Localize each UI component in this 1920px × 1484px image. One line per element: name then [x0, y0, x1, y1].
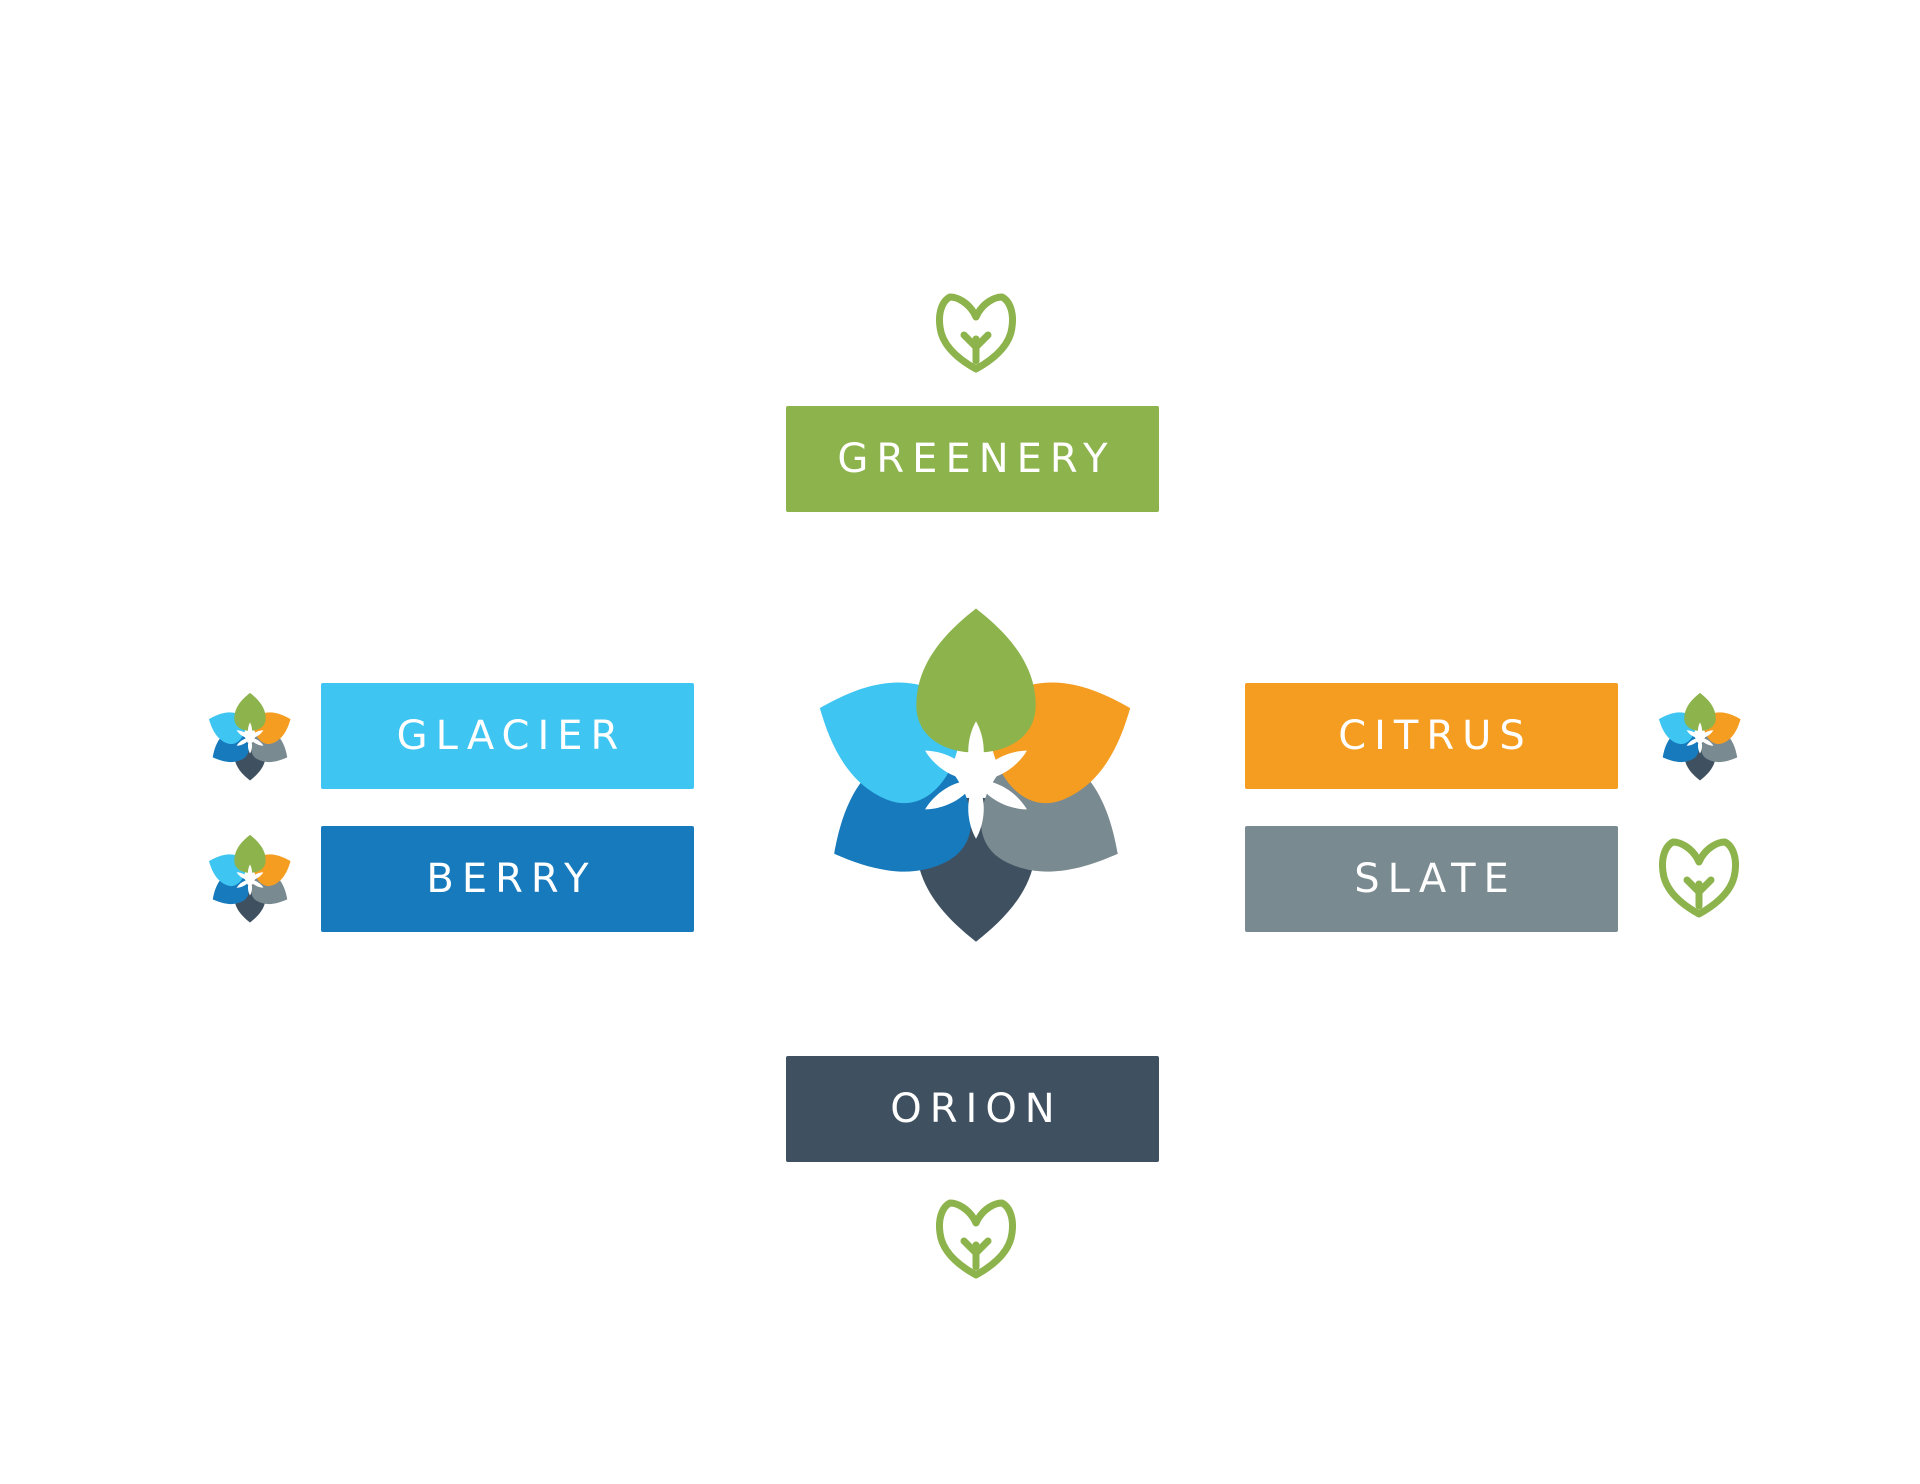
swatch-label: CITRUS: [1338, 713, 1533, 759]
swatch-label: BERRY: [426, 856, 597, 902]
leaf-heart-icon: [928, 285, 1024, 381]
flower-logo-icon: [797, 608, 1153, 942]
swatch-berry: BERRY: [321, 826, 694, 932]
swatch-label: GLACIER: [396, 713, 627, 759]
swatch-label: GREENERY: [837, 436, 1116, 482]
swatch-label: SLATE: [1354, 856, 1517, 902]
swatch-slate: SLATE: [1245, 826, 1618, 932]
flower-logo-icon: [1653, 692, 1747, 781]
swatch-greenery: GREENERY: [786, 406, 1159, 512]
swatch-label: ORION: [890, 1086, 1063, 1132]
flower-logo-icon: [203, 692, 297, 781]
swatch-glacier: GLACIER: [321, 683, 694, 789]
leaf-heart-icon: [1651, 830, 1747, 926]
swatch-citrus: CITRUS: [1245, 683, 1618, 789]
flower-logo-icon: [203, 834, 297, 923]
swatch-orion: ORION: [786, 1056, 1159, 1162]
leaf-heart-icon: [928, 1191, 1024, 1287]
